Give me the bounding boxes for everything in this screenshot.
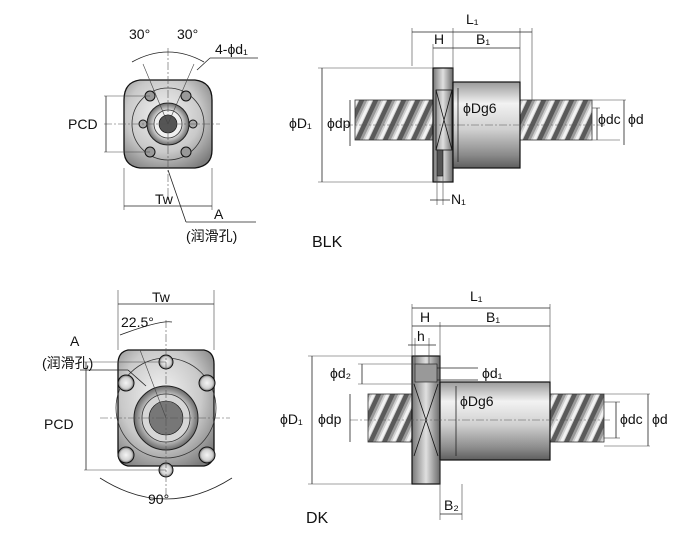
blk-b1-label: B₁ [476,31,490,47]
dk-shaft-right [549,393,605,443]
blk-l1-label: L₁ [466,11,479,27]
dk-h-label: H [420,309,430,325]
blk-shaft-left [354,99,436,141]
blk-d1-outer-label: ϕD₁ [289,115,312,131]
dk-b1-label: B₁ [486,309,500,325]
dk-d1-outer-label: ϕD₁ [280,411,303,427]
dk-dc-label: ϕdc [620,411,643,427]
dk-b2-label: B₂ [444,497,459,513]
blk-dg6-label: ϕDg6 [463,100,497,116]
blk-pcd-label: PCD [68,116,98,132]
blk-angle-left-label: 30° [129,26,150,42]
dk-d-label: ϕd [652,411,668,427]
dk-l1-label: L₁ [470,288,483,304]
blk-tw-label: Tw [155,191,174,207]
dk-h-small-label: h [417,328,425,344]
dk-lube-port-label: A [70,333,80,349]
dk-side-view: L₁ H B₁ h ϕd₂ ϕd₁ ϕD₁ ϕdp ϕDg6 ϕdc ϕd [280,288,668,520]
dk-tw-label: Tw [152,289,171,305]
blk-holes-label: 4-ϕd₁ [215,41,248,57]
blk-front-view: 30° 30° 4-ϕd₁ PCD Tw A (润滑孔) [68,26,258,244]
dk-angle-label: 22.5° [121,314,154,330]
dk-model-label: DK [306,510,329,527]
dk-angle-bottom-label: 90° [148,491,169,507]
dk-d1-small-label: ϕd₁ [482,365,503,381]
blk-n1-label: N₁ [451,191,466,207]
blk-h-label: H [434,31,444,47]
blk-dc-label: ϕdc [598,111,621,127]
dk-dp-label: ϕdp [318,411,342,427]
dk-shaft-left [367,393,419,443]
dk-lube-port-note: (润滑孔) [42,355,93,371]
blk-lube-port-label: A [214,206,224,222]
blk-d-label: ϕd [628,111,644,127]
dk-nut-body [439,381,551,461]
dk-front-view: Tw 22.5° A (润滑孔) PCD 90° [42,289,233,507]
dk-dg6-label: ϕDg6 [460,393,494,409]
dk-d2-label: ϕd₂ [330,365,351,381]
blk-dp-label: ϕdp [327,115,351,131]
blk-angle-right-label: 30° [177,26,198,42]
blk-model-label: BLK [312,234,343,251]
blk-shaft-right [519,99,593,141]
blk-side-view: L₁ H B₁ ϕD₁ ϕdp ϕDg6 ϕdc ϕd N₁ [289,11,644,207]
blk-lube-port-note: (润滑孔) [186,228,237,244]
dk-pcd-label: PCD [44,416,74,432]
